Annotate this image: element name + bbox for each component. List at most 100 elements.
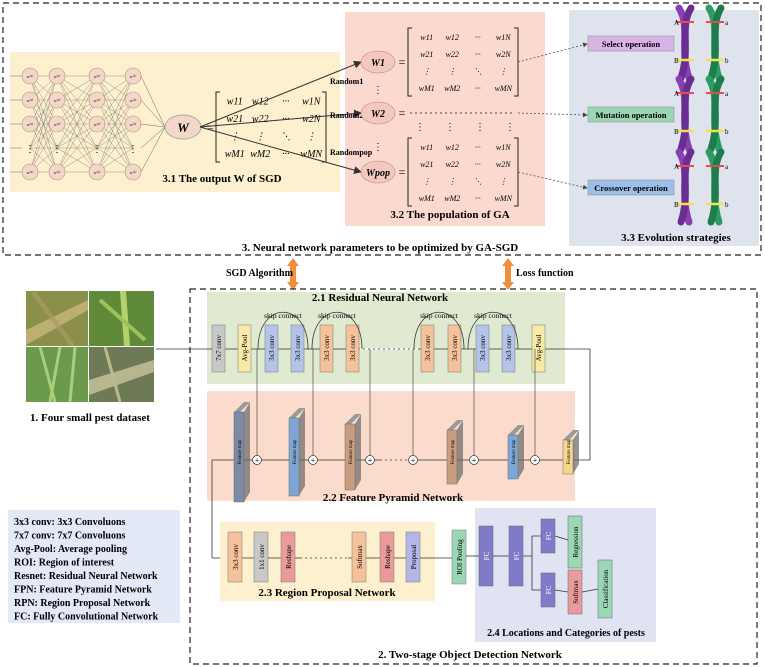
resnet-block-label: Avg-Pool (241, 335, 249, 362)
sgd-algorithm-label: SGD Algorithm (226, 268, 294, 279)
head-link (523, 535, 541, 557)
head-link (554, 589, 569, 593)
nn-output-edge (140, 126, 166, 149)
matrix-bracket-left (215, 91, 220, 163)
operation-box (587, 35, 675, 52)
fpn-caption: 2.2 Feature Pyramid Network (323, 492, 464, 504)
w-output-label: W (177, 120, 190, 135)
neuron-label: w⁽¹⁾ (94, 74, 101, 79)
nn-ellipsis: ⋮ (128, 144, 138, 155)
resnet-caption: 2.1 Residual Neural Network (312, 292, 449, 304)
vertical-ellipsis: ⋮ (505, 122, 515, 133)
matrix-cell: w21 (420, 50, 433, 59)
matrix-cell: w22 (446, 50, 459, 59)
vertical-ellipsis: ⋮ (415, 122, 425, 133)
head-block (540, 518, 556, 554)
matrix-cell: ··· (282, 149, 290, 160)
operation-label: Crossover operation (594, 183, 668, 193)
neuron-label: w⁽²⁾ (130, 98, 137, 103)
matrix-cell: wM1 (225, 149, 245, 160)
matrix-cell: ⋮ (448, 177, 456, 186)
operation-link (517, 112, 588, 118)
resnet-block (345, 324, 360, 373)
plus-node (365, 455, 375, 465)
feature-map-side (518, 425, 524, 479)
skip-connect-label: skip connect (264, 311, 303, 320)
gene-letter: A (674, 19, 679, 27)
feature-map-label: Feature map (451, 439, 456, 464)
gene-letter: B (674, 201, 679, 209)
vertical-ellipsis: ⋮ (373, 142, 383, 153)
matrix-cell: w2N (496, 160, 511, 169)
feature-map-side (355, 414, 361, 490)
neural-network-graph: w⁽¹⁾w⁽²⁾w⁽³⁾⋮w⁽ⁿ⁾w⁽¹⁾w⁽²⁾w⁽³⁾⋮w⁽ⁿ⁾w⁽¹⁾w⁽… (10, 67, 166, 181)
matrix-cell: w12 (252, 97, 269, 108)
ga-panel-caption: 3.2 The population of GA (390, 209, 509, 221)
feature-map-top (289, 408, 305, 418)
nn-edge (29, 123, 58, 173)
gene-letter: b (725, 57, 729, 65)
legend-box (8, 510, 180, 623)
neuron-node (124, 115, 142, 133)
resnet-block (475, 324, 490, 373)
rpn-block (405, 531, 421, 583)
nn-edge (96, 75, 134, 149)
head-block-label: FC (483, 551, 491, 560)
nn-edge (29, 75, 58, 173)
matrix-cell: w12 (446, 143, 459, 152)
operation-box (587, 179, 675, 196)
matrix-cell: w11 (420, 143, 433, 152)
nn-ellipsis: ⋮ (92, 144, 102, 155)
neuron-node (21, 91, 39, 109)
gene-letter: B (674, 128, 679, 136)
resnet-block-label: 3x3 conv (268, 335, 276, 361)
resnet-block-label: 3x3 conv (424, 335, 432, 361)
neuron-label: w⁽¹⁾ (130, 74, 137, 79)
plus-sign: + (255, 456, 260, 465)
neuron-node (88, 115, 106, 133)
plus-node (252, 455, 262, 465)
head-block-label: Softmax (572, 580, 580, 604)
pest-dataset-images (26, 291, 154, 403)
matrix-cell: wM1 (419, 194, 435, 203)
evolution-panel-caption: 3.3 Evolution strategies (621, 232, 731, 244)
neuron-label: w⁽ⁿ⁾ (130, 170, 137, 175)
chromosome-strand (677, 4, 695, 82)
nn-output-edge (140, 123, 166, 128)
head-link (581, 588, 599, 593)
matrix-cell: w21 (226, 114, 243, 125)
neuron-node (48, 115, 66, 133)
neuron-node (124, 91, 142, 109)
gene-letter: a (725, 163, 729, 171)
individual-label: W2 (371, 109, 385, 120)
resnet-block (237, 324, 252, 373)
neuron-label: w⁽³⁾ (94, 122, 101, 127)
resnet-block (264, 324, 279, 373)
neuron-node (124, 67, 142, 85)
head-block-label: Classification (602, 569, 610, 608)
matrix-cell: w22 (446, 160, 459, 169)
dataset-caption: 1. Four small pest dataset (30, 412, 150, 424)
rpn-block (379, 531, 395, 583)
head-block-label: FC (513, 551, 521, 560)
chromosome-strand (707, 4, 725, 82)
matrix-cell: w11 (227, 97, 243, 108)
matrix-cell: w2N (302, 114, 322, 125)
bottom-section-caption: 2. Two-stage Object Detection Network (378, 649, 563, 661)
nn-edge (96, 123, 134, 173)
neuron-label: w⁽ⁿ⁾ (54, 170, 61, 175)
equals-sign: = (399, 106, 406, 120)
plus-sign: + (533, 456, 538, 465)
feature-map-label: Feature map (349, 439, 354, 464)
nn-edge (56, 75, 98, 125)
random-label: Randompop (330, 148, 373, 157)
head-block (478, 525, 494, 587)
legend-item: FPN: Feature Pyramid Network (14, 585, 152, 596)
nn-output-edge (140, 99, 166, 128)
head-block (567, 569, 583, 615)
gene-letter: A (674, 163, 679, 171)
vertical-ellipsis: ⋮ (445, 122, 455, 133)
